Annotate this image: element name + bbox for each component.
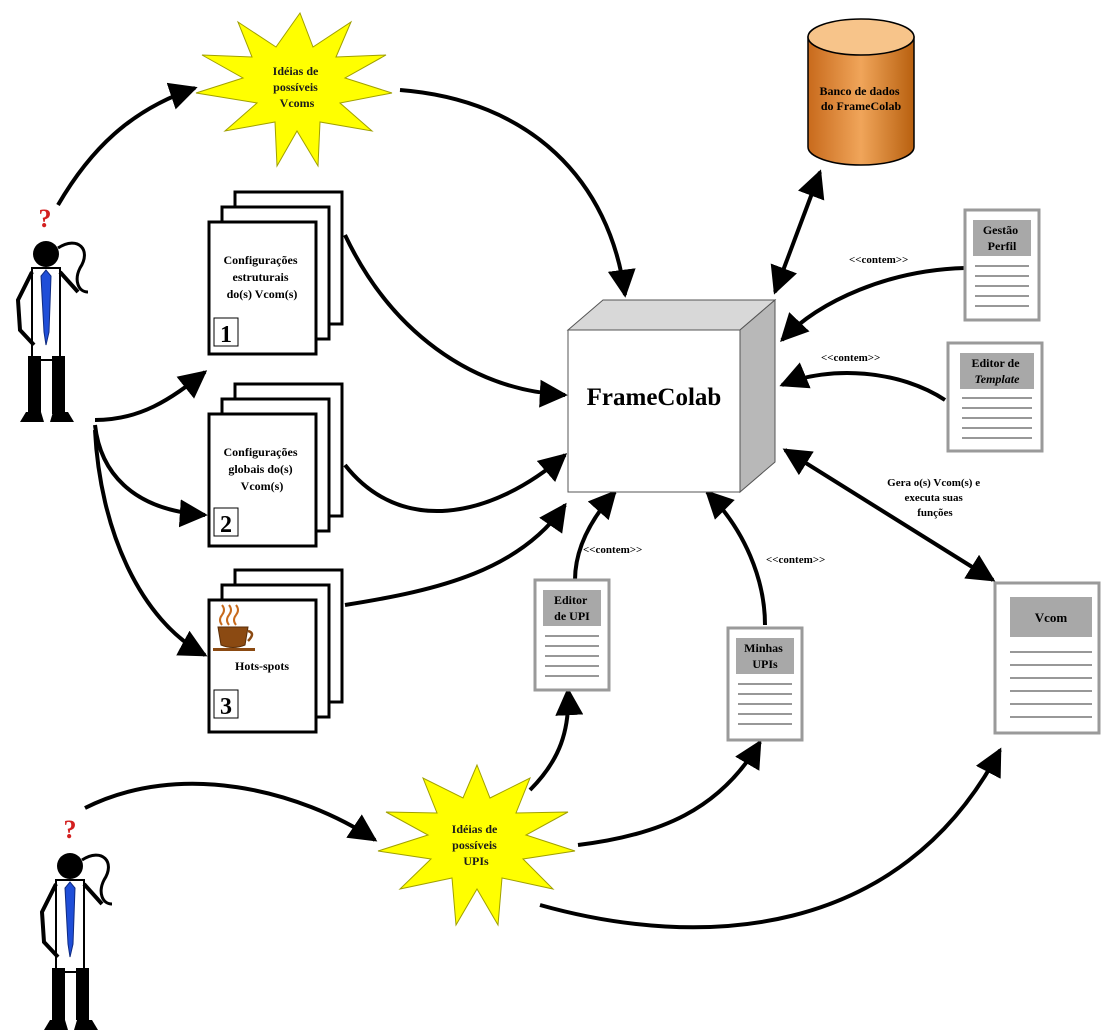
stack-global: Configurações globais do(s) Vcom(s) 2 [207,382,344,548]
ideas-upis-star: Idéias de possíveis UPIs [377,763,576,927]
doc-minhas-upis-line2: UPIs [752,657,778,671]
stack-global-line2: globais do(s) [228,462,292,476]
doc-vcom-label: Vcom [1035,610,1068,625]
arrow-ideas-upis-to-vcom [539,747,1002,930]
arrow-user1-to-stack1 [94,370,208,422]
stack-hotspots-label: Hots-spots [235,659,289,673]
arrow-user1-to-ideas-vcoms [56,82,198,207]
stack-hotspots: Hots-spots 3 [207,568,344,734]
svg-text:Editor de Template: Editor de Template [971,356,1022,386]
database-line2: do FrameColab [821,99,902,113]
arrow-ideas-upis-to-editor-upi [528,687,584,792]
svg-text:Configurações globais do: Configurações globais do(s) Vcom(s) [224,445,301,493]
label-gera-line2: executa suas [904,492,963,504]
question-mark-icon: ? [39,204,52,233]
doc-minhas-upis: Minhas UPIs [726,626,804,742]
label-gera-line1: Gera o(s) Vcom(s) e [887,477,980,489]
person-figure-2: ? [39,815,113,1030]
database-line1: Banco de dados [819,84,899,98]
arrow-template-to-framecolab [779,362,947,402]
stack-structural-line1: Configurações [224,253,298,267]
ideas-upis-line2: possíveis [452,838,497,852]
doc-gestao-line1: Gestão [983,223,1018,237]
doc-minhas-upis-line1: Minhas [744,641,783,655]
label-contem-editor-upi: <<contem>> [583,544,642,556]
svg-text:Banco de dados do FrameC: Banco de dados do FrameColab [819,84,902,113]
arrow-stack3-to-framecolab [344,502,567,607]
ideas-vcoms-line2: possíveis [273,80,318,94]
label-contem-template: <<contem>> [821,352,880,364]
label-contem-gestao: <<contem>> [849,254,908,266]
framecolab-cube: FrameColab [566,298,777,494]
stack-global-line1: Configurações [224,445,298,459]
doc-editor-upi: Editor de UPI [533,578,611,692]
doc-template-line2: Template [975,372,1021,386]
ideas-vcoms-line3: Vcoms [280,96,315,110]
svg-text:Minhas UPIs: Minhas UPIs [744,641,786,671]
svg-text:Editor de UPI: Editor de UPI [554,593,590,623]
arrow-user1-to-stack3 [93,429,208,657]
arrow-stack2-to-framecolab [343,453,568,513]
doc-vcom: Vcom [993,581,1101,735]
arrow-editor-upi-to-framecolab [573,489,617,581]
label-gera-line3: funções [917,507,953,519]
question-mark-icon: ? [64,815,77,844]
stack-structural-line2: estruturais [233,270,289,284]
label-contem-minhas-upis: <<contem>> [766,554,825,566]
doc-gestao-line2: Perfil [988,239,1017,253]
svg-text:Idéias de possíveis: Idéias de possíveis UPIs [452,822,501,868]
database-cylinder: Banco de dados do FrameColab [807,18,915,166]
doc-editor-upi-line2: de UPI [554,609,590,623]
framecolab-label: FrameColab [587,384,722,411]
stack-global-number: 2 [220,512,232,538]
arrow-ideas-vcoms-to-framecolab [399,88,636,298]
stack-structural-line3: do(s) Vcom(s) [227,287,298,301]
arrow-framecolab-vcom [782,448,996,582]
coffee-cup-icon [213,604,255,651]
svg-text:Idéias de possíveis: Idéias de possíveis Vcoms [273,64,322,110]
ideas-vcoms-star: Idéias de possíveis Vcoms [195,11,393,168]
svg-text:Gestão Perfil: Gestão Perfil [983,223,1021,253]
arrow-ideas-upis-to-minhas-upis [577,739,762,847]
stack-global-line3: Vcom(s) [241,479,284,493]
doc-editor-upi-line1: Editor [554,593,588,607]
arrow-minhas-upis-to-framecolab [705,490,767,626]
ideas-upis-line1: Idéias de [452,822,498,836]
ideas-upis-line3: UPIs [463,854,489,868]
ideas-vcoms-line1: Idéias de [273,64,319,78]
doc-template-line1: Editor de [971,356,1020,370]
edge-labels: <<contem>> <<contem>> <<contem>> <<conte… [583,254,983,566]
stack-hotspots-number: 3 [220,694,232,720]
arrow-database-framecolab [770,169,825,295]
doc-gestao-perfil: Gestão Perfil [963,208,1041,322]
svg-text:Configurações estruturai: Configurações estruturais do(s) Vcom(s) [224,253,301,301]
connectors [56,82,1002,930]
person-figure-1: ? [15,204,89,422]
stack-structural-number: 1 [220,322,232,348]
arrow-user1-to-stack2 [93,424,208,528]
svg-text:Gera o(s) Vcom(s) e exec: Gera o(s) Vcom(s) e executa suas funções [887,477,983,519]
arrow-gestao-to-framecolab [780,266,966,343]
stack-structural: Configurações estruturais do(s) Vcom(s) … [207,190,344,356]
arrow-user2-to-ideas-upis [84,781,378,842]
doc-editor-template: Editor de Template [946,341,1044,453]
arrow-stack1-to-framecolab [343,234,568,408]
